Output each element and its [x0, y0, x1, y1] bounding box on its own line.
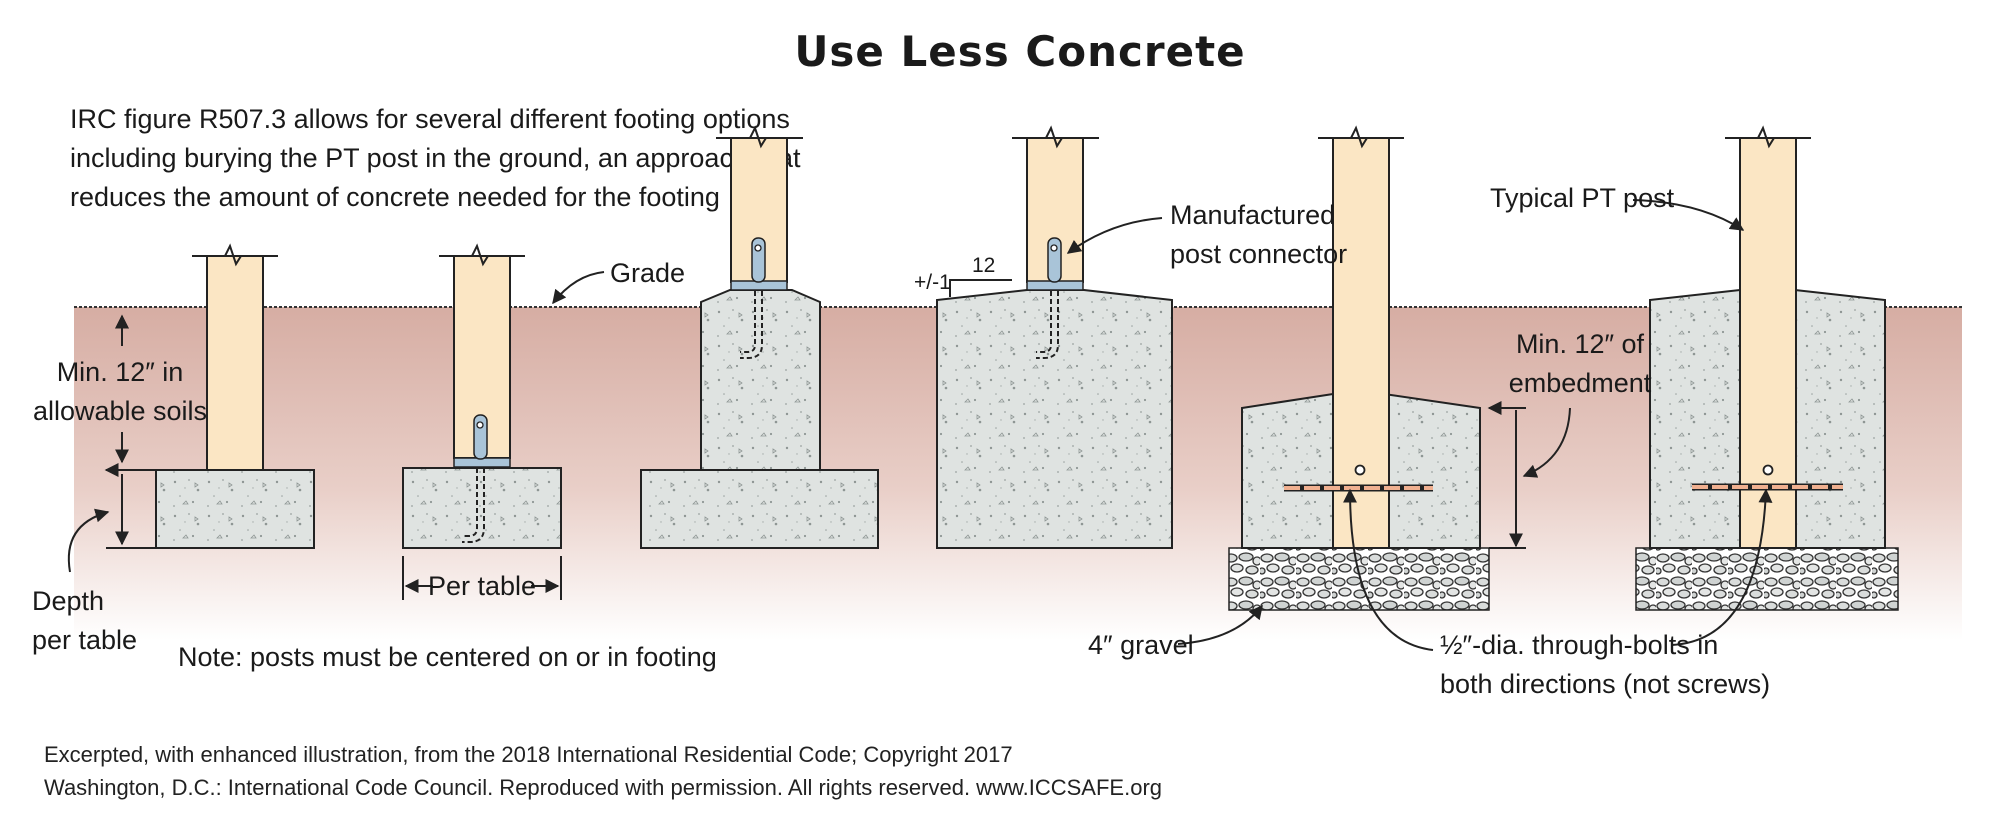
break-mark	[716, 125, 803, 149]
depth-dimension	[106, 470, 156, 548]
bolts-label-line-1: ½″-dia. through-bolts in	[1440, 630, 1718, 660]
bolt-leader-right	[1671, 488, 1773, 646]
intro-line-2: including burying the PT post in the gro…	[70, 143, 801, 173]
footing-option-1	[155, 243, 315, 549]
connector-label-line-2: post connector	[1170, 239, 1347, 269]
connector-leader	[1066, 217, 1163, 254]
slope-indicator	[949, 279, 1012, 297]
centered-note: Note: posts must be centered on or in fo…	[178, 642, 717, 672]
footing-option-4: +/-1 12	[914, 125, 1173, 549]
break-mark	[439, 243, 525, 267]
pt-post	[1739, 137, 1797, 549]
footing-option-3	[640, 125, 879, 549]
per-table-label: Per table	[428, 571, 536, 601]
embedment-label-line-1: Min. 12″ of	[1516, 329, 1645, 359]
embedment-label-line-2: embedment	[1509, 368, 1652, 398]
anchor-j-bolt	[740, 291, 763, 359]
depth-label-line-2: per table	[32, 625, 137, 655]
break-mark	[1318, 125, 1404, 149]
concrete-pier	[700, 289, 821, 471]
connector-label-line-1: Manufactured	[1170, 200, 1335, 230]
slope-rise-label: +/-1	[914, 271, 951, 294]
bolt-leader-left	[1343, 488, 1434, 651]
through-bolt-end	[1762, 464, 1774, 476]
grade-label: Grade	[610, 258, 685, 288]
footing-option-5	[1228, 125, 1526, 611]
bolts-label-line-2: both directions (not screws)	[1440, 669, 1770, 699]
anchor-j-bolt	[462, 468, 485, 543]
through-bolt-end	[1354, 464, 1366, 476]
min-12-label-line-1: Min. 12″ in	[57, 357, 184, 387]
footing-option-2	[402, 243, 562, 549]
intro-line-1: IRC figure R507.3 allows for several dif…	[70, 104, 790, 134]
gravel-base	[1228, 547, 1490, 611]
pt-post	[1332, 137, 1390, 549]
pt-post	[206, 255, 264, 471]
concrete-block	[936, 289, 1173, 549]
credit-line-2: Washington, D.C.: International Code Cou…	[44, 775, 1162, 800]
credit-line-1: Excerpted, with enhanced illustration, f…	[44, 742, 1013, 767]
embedment-dimension	[1489, 408, 1526, 548]
typical-post-leader	[1632, 199, 1745, 231]
gravel-leader	[1177, 604, 1263, 645]
footing-option-6	[1635, 125, 1899, 611]
diagram-title: Use Less Concrete	[794, 27, 1245, 76]
concrete-pad	[155, 469, 315, 549]
min-12-label-line-2: allowable soils	[33, 396, 207, 426]
anchor-j-bolt	[1036, 291, 1059, 359]
depth-label-line-1: Depth	[32, 586, 104, 616]
per-table-dimension	[402, 556, 562, 600]
typical-post-label: Typical PT post	[1490, 183, 1675, 213]
depth-leader	[67, 508, 110, 573]
break-mark	[1725, 125, 1811, 149]
gravel-label: 4″ gravel	[1088, 630, 1194, 660]
break-mark	[192, 243, 278, 267]
grade-leader	[552, 271, 605, 305]
slope-run-label: 12	[972, 254, 995, 277]
intro-line-3: reduces the amount of concrete needed fo…	[70, 182, 720, 212]
break-mark	[1012, 125, 1099, 149]
embedment-leader	[1522, 407, 1571, 478]
gravel-base	[1635, 547, 1899, 611]
spread-footing	[640, 469, 879, 549]
